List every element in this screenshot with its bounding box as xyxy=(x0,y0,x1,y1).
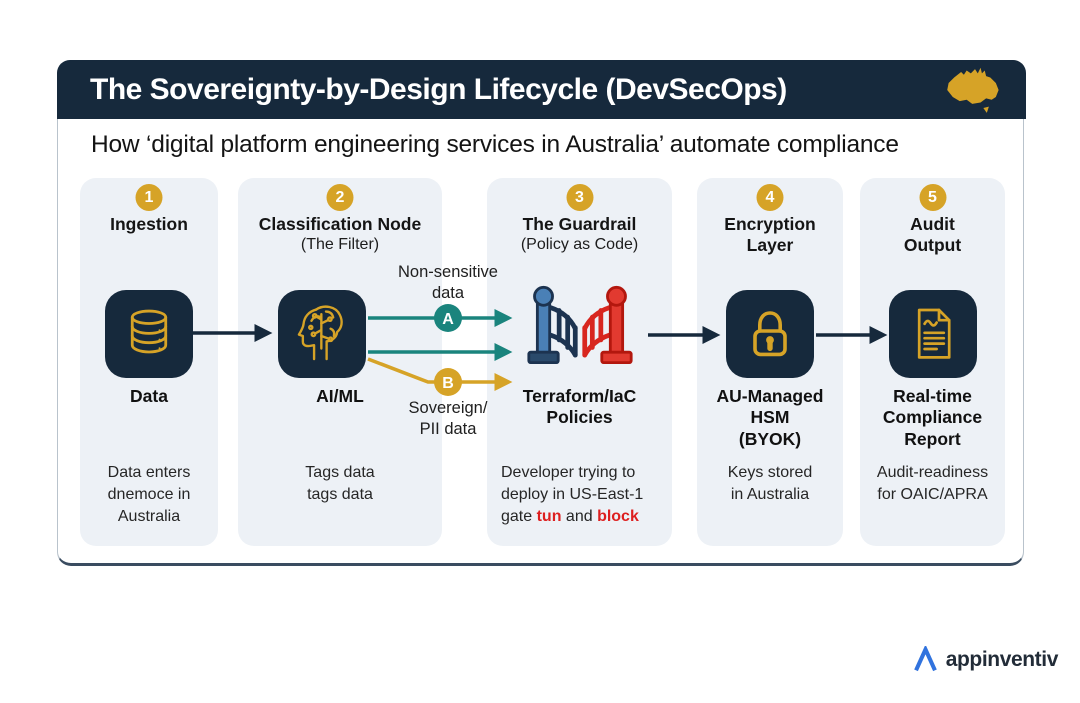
stage-column-encryption: 4 Encryption Layer AU-Managed HSM (BYOK)… xyxy=(697,178,843,546)
page-subtitle: How ‘digital platform engineering servic… xyxy=(91,131,899,158)
stage-description: Tags data tags data xyxy=(305,464,375,504)
description-text: Developer trying to deploy in US-East-1 … xyxy=(501,464,644,526)
branch-b-caption: Sovereign/ PII data xyxy=(408,399,488,438)
stage-description: Developer trying to deploy in US-East-1 … xyxy=(501,462,670,528)
icon-tile xyxy=(105,290,193,378)
stage-column-classification: 2 Classification Node (The Filter) AI/ML… xyxy=(238,178,442,546)
icon-label: Data xyxy=(130,386,168,406)
icon-label: Terraform/IaC Policies xyxy=(522,386,637,428)
description-text: and xyxy=(561,508,598,526)
card-header: The Sovereignty-by-Design Lifecycle (Dev… xyxy=(57,60,1026,119)
icon-label: AI/ML xyxy=(316,386,364,406)
stage-subtitle: (The Filter) xyxy=(300,236,380,254)
database-icon xyxy=(130,309,168,354)
highlight-word: tun xyxy=(536,508,562,526)
barrier-gates-icon xyxy=(526,285,633,365)
stage-column-guardrail: 3 The Guardrail (Policy as Code) xyxy=(487,178,672,546)
icon-tile xyxy=(278,290,366,378)
stage-column-audit: 5 Audit Output Real-time Compliance Repo… xyxy=(860,178,1005,546)
australia-map-icon xyxy=(947,67,999,113)
stage-title: Ingestion xyxy=(110,214,188,234)
icon-tile xyxy=(888,290,977,378)
stage-description: Audit-readiness for OAIC/APRA xyxy=(876,464,989,504)
stage-column-ingestion: 1 Ingestion Data Data enters dnemoce in … xyxy=(80,178,218,546)
brand-name: appinventiv xyxy=(945,647,1059,671)
highlight-word: block xyxy=(597,508,639,526)
icon-label: Real-time Compliance Report xyxy=(882,386,983,449)
stage-title: Audit Output xyxy=(903,214,962,256)
stage-title: The Guardrail xyxy=(522,214,637,234)
stage-description: Keys stored in Australia xyxy=(727,464,813,504)
icon-label: AU-Managed HSM (BYOK) xyxy=(716,386,824,449)
ai-head-circuit-icon xyxy=(297,305,343,361)
appinventiv-logo-icon xyxy=(913,646,937,672)
stage-title: Encryption Layer xyxy=(724,214,816,256)
step-badge-4: 4 xyxy=(756,184,784,211)
page-title: The Sovereignty-by-Design Lifecycle (Dev… xyxy=(90,72,787,106)
branch-a-caption: Non-sensitive data xyxy=(398,263,498,302)
step-badge-5: 5 xyxy=(919,184,946,211)
padlock-icon xyxy=(753,311,787,357)
step-badge-3: 3 xyxy=(566,184,593,211)
document-report-icon xyxy=(917,308,951,359)
stage-subtitle: (Policy as Code) xyxy=(520,236,639,254)
icon-tile xyxy=(726,290,814,378)
step-badge-1: 1 xyxy=(135,184,163,211)
step-badge-2: 2 xyxy=(326,184,354,211)
brand-logo: appinventiv xyxy=(912,646,1058,673)
stage-title: Classification Node xyxy=(258,214,422,234)
stage-description: Data enters dnemoce in Australia xyxy=(107,464,191,526)
